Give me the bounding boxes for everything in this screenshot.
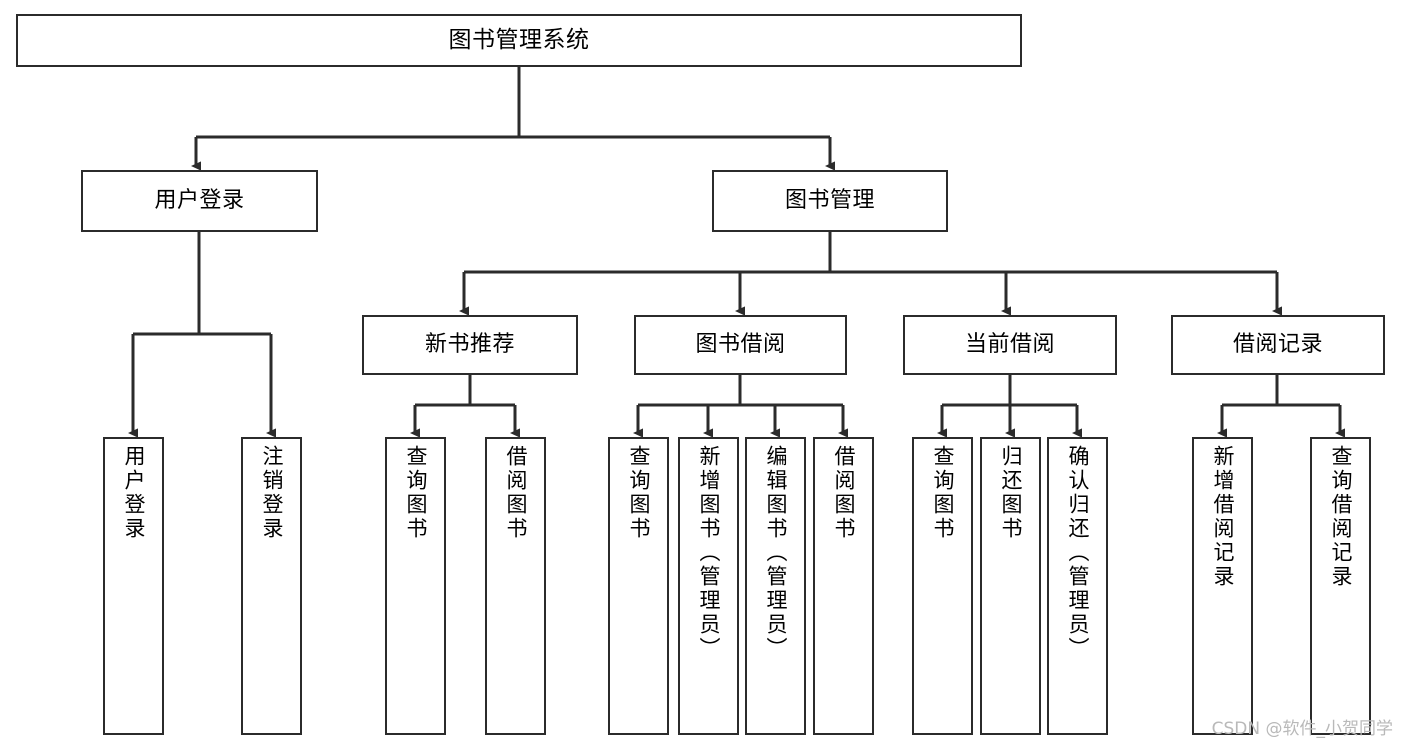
node-label: 新书推荐 [424, 331, 515, 357]
node-label: 新增借阅记录 [1211, 445, 1235, 589]
leaf-borrow-record-query-record[interactable]: 查询借阅记录 [1310, 437, 1371, 735]
node-book-management[interactable]: 图书管理 [712, 170, 948, 232]
node-current-borrowing[interactable]: 当前借阅 [903, 315, 1117, 375]
leaf-new-book-borrow-books[interactable]: 借阅图书 [485, 437, 546, 735]
node-label: 图书管理系统 [448, 26, 590, 53]
leaf-book-borrow-edit-book-admin[interactable]: 编辑图书（管理员） [745, 437, 806, 735]
leaf-book-borrow-add-book-admin[interactable]: 新增图书（管理员） [678, 437, 739, 735]
leaf-borrow-record-add-record[interactable]: 新增借阅记录 [1192, 437, 1253, 735]
leaf-book-borrow-query-books[interactable]: 查询图书 [608, 437, 669, 735]
node-label: 查询图书 [627, 445, 651, 541]
node-book-management-system[interactable]: 图书管理系统 [16, 14, 1022, 67]
node-label: 注销登录 [260, 445, 284, 541]
leaf-new-book-query-books[interactable]: 查询图书 [385, 437, 446, 735]
node-label: 当前借阅 [964, 331, 1055, 357]
node-label: 用户登录 [154, 187, 245, 213]
node-new-book-recommendation[interactable]: 新书推荐 [362, 315, 578, 375]
node-label: 借阅记录 [1232, 331, 1323, 357]
node-user-login[interactable]: 用户登录 [81, 170, 318, 232]
node-label: 查询图书 [931, 445, 955, 541]
node-book-borrowing[interactable]: 图书借阅 [634, 315, 847, 375]
leaf-current-borrow-confirm-return-admin[interactable]: 确认归还（管理员） [1047, 437, 1108, 735]
leaf-current-borrow-return-books[interactable]: 归还图书 [980, 437, 1041, 735]
node-label: 确认归还（管理员） [1066, 445, 1090, 661]
leaf-user-login-signout[interactable]: 注销登录 [241, 437, 302, 735]
node-label: 图书管理 [784, 187, 875, 213]
node-label: 查询借阅记录 [1329, 445, 1353, 589]
node-label: 用户登录 [122, 445, 146, 541]
leaf-book-borrow-borrow-books[interactable]: 借阅图书 [813, 437, 874, 735]
node-label: 图书借阅 [695, 331, 786, 357]
node-label: 新增图书（管理员） [697, 445, 721, 661]
node-label: 编辑图书（管理员） [764, 445, 788, 661]
node-label: 归还图书 [999, 445, 1023, 541]
leaf-user-login-signin[interactable]: 用户登录 [103, 437, 164, 735]
leaf-current-borrow-query-books[interactable]: 查询图书 [912, 437, 973, 735]
node-borrowing-records[interactable]: 借阅记录 [1171, 315, 1385, 375]
node-label: 借阅图书 [504, 445, 528, 541]
node-label: 查询图书 [404, 445, 428, 541]
node-label: 借阅图书 [832, 445, 856, 541]
